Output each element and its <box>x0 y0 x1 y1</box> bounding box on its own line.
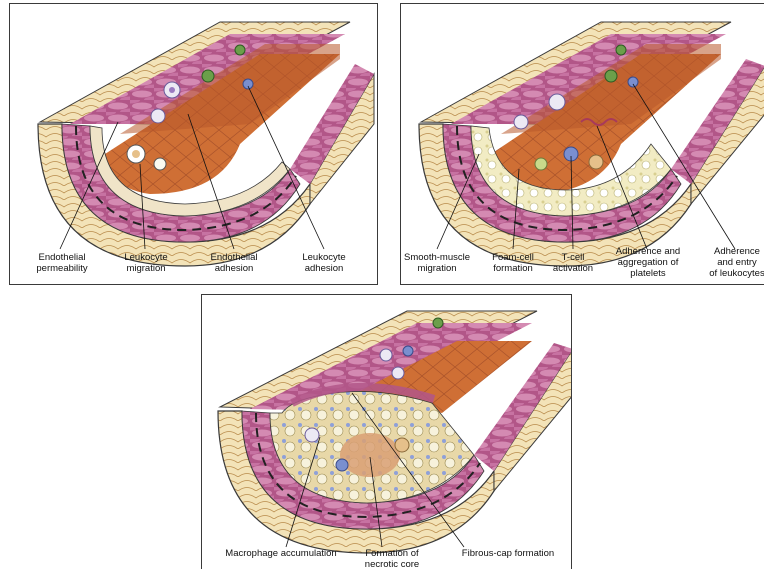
label-macrophage-accumulation: Macrophage accumulation <box>206 548 356 559</box>
leader-lines <box>401 4 764 285</box>
label-fibrous-cap-formation: Fibrous-cap formation <box>450 548 566 559</box>
leader-lines <box>10 4 378 285</box>
leader-lines <box>202 295 572 569</box>
